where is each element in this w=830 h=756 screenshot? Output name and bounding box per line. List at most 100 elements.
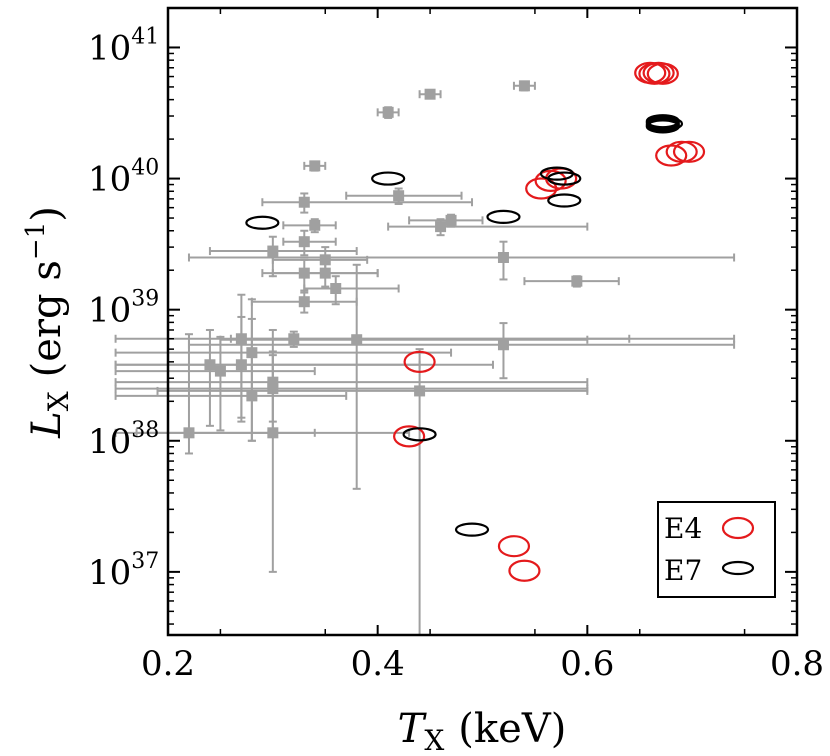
comparison-point [187,322,736,380]
x-axis-unit: (keV) [458,706,566,752]
comparison-marker [267,376,279,388]
marker-e4 [497,535,531,558]
legend-box [657,501,776,598]
y-tick-base: 10 [88,160,131,200]
y-tick-exponent: 41 [131,24,159,49]
comparison-point [250,291,358,314]
comparison-point [376,106,400,119]
y-tick-base: 10 [88,553,131,593]
comparison-marker [497,339,509,351]
y-tick-exponent: 37 [131,549,159,574]
comparison-marker [309,160,321,172]
comparison-marker [414,385,426,397]
y-tick-label: 1041 [88,24,159,68]
comparison-point [156,348,589,636]
marker-e7 [454,522,490,537]
comparison-point [114,315,421,419]
y-tick-base: 10 [88,422,131,462]
marker-e7 [245,215,280,230]
comparison-marker [319,254,331,266]
x-tick-label: 0.4 [351,644,405,684]
comparison-marker [571,275,583,287]
series-markers [245,61,706,582]
comparison-point [271,261,379,288]
comparison-marker [393,190,405,202]
comparison-marker [330,283,342,295]
comparison-point [187,240,736,281]
y-tick-label: 1037 [88,549,159,593]
y-axis-unit-close: ) [24,206,70,222]
marker-e4 [403,350,436,373]
y-axis-title: LX (erg s−1) [21,206,75,439]
comparison-marker [298,196,310,208]
comparison-point [219,263,589,490]
comparison-point [408,213,484,228]
legend-marker-e4 [721,516,755,540]
comparison-marker [497,251,509,263]
comparison-marker [298,236,310,248]
comparison-marker [319,267,331,279]
comparison-marker [382,106,394,118]
marker-e7 [371,171,406,186]
marker-e7 [547,193,582,208]
y-tick-exponent: 39 [131,287,159,312]
comparison-marker [267,427,279,439]
plot-frame [166,6,799,637]
y-axis-unit-open: (erg s [24,260,70,377]
comparison-marker [267,245,279,257]
x-tick-label: 0.2 [141,644,195,684]
comparison-point [282,218,337,234]
comparison-point [345,187,463,205]
comparison-marker [424,88,436,100]
comparison-point [261,192,474,214]
marker-e4 [646,62,679,85]
legend-label-e7: E7 [664,554,702,587]
x-tick-label: 0.8 [770,644,824,684]
comparison-marker [235,359,247,371]
comparison-marker [309,219,321,231]
comparison-point [512,80,536,92]
marker-e7 [486,209,521,225]
comparison-marker [435,221,447,233]
comparison-point [387,218,589,237]
marker-e7 [547,171,582,186]
comparison-point [523,275,620,288]
comparison-marker [298,296,310,308]
y-tick-exponent: 40 [131,156,159,181]
comparison-points [114,80,736,636]
comparison-point [114,354,589,423]
y-axis-symbol: L [24,411,70,439]
x-axis-title: TX (keV) [398,706,567,756]
comparison-marker [246,390,258,402]
y-tick-base: 10 [88,291,131,331]
x-axis-symbol: T [398,706,428,752]
comparison-marker [351,334,363,346]
marker-e4 [665,140,698,163]
marker-e7 [402,427,437,442]
comparison-point [303,160,327,172]
comparison-point [282,229,337,257]
legend-label-e4: E4 [664,512,702,545]
y-tick-label: 1040 [88,156,159,200]
marker-e4 [672,140,706,163]
marker-e7 [648,116,684,131]
y-tick-label: 1038 [88,418,159,462]
y-tick-base: 10 [88,28,131,68]
marker-e4 [393,425,426,448]
comparison-point [303,275,400,306]
x-axis-subscript: X [424,724,444,756]
comparison-marker [445,214,457,226]
comparison-marker [214,365,226,377]
y-tick-label: 1039 [88,287,159,331]
legend: E4 E7 [657,501,776,598]
legend-marker-e7 [721,560,755,576]
comparison-marker [518,80,530,92]
marker-e4 [508,559,541,582]
y-axis-unit-exp: −1 [21,222,51,260]
y-axis-subscript: X [42,391,75,411]
x-tick-label: 0.6 [560,644,614,684]
y-tick-exponent: 38 [131,418,159,443]
